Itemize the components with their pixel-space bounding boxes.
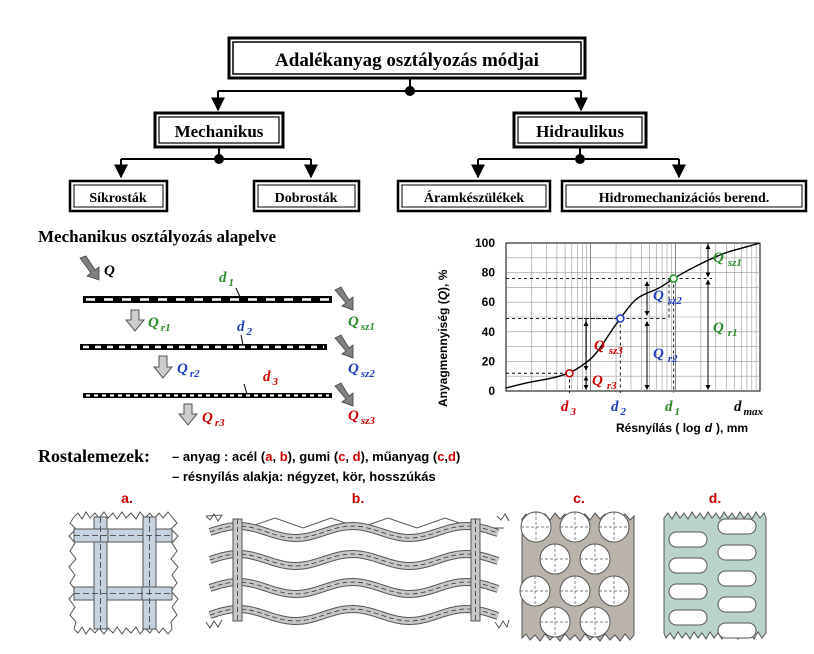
leaf-sikrostak: Síkrosták xyxy=(89,191,147,206)
qr3-label: Q xyxy=(202,410,213,426)
chart-guide-lines xyxy=(506,243,712,393)
svg-text:d1: d1 xyxy=(219,270,234,289)
svg-text:d2: d2 xyxy=(237,319,253,338)
panel-b-label: b. xyxy=(352,490,364,506)
hidraulikus-label: Hidraulikus xyxy=(536,122,624,141)
arrow-down-r3 xyxy=(177,403,199,426)
svg-text:Qr2: Qr2 xyxy=(177,361,200,380)
leaf-box-sikrostak xyxy=(68,179,169,213)
slot-hole xyxy=(717,570,757,587)
panel-c-label: c. xyxy=(573,490,585,506)
rosta-title: Rostalemezek: xyxy=(38,446,150,466)
slot-hole xyxy=(668,557,708,574)
curve-marker xyxy=(669,274,678,283)
rosta-line-1: – anyag : acél (a, b), gumi (c, d), műan… xyxy=(172,449,460,464)
arrow-down-r2 xyxy=(152,355,174,379)
slot-hole xyxy=(668,531,708,548)
panel-b-wavy-mesh xyxy=(205,513,510,629)
feed-arrow xyxy=(79,255,100,281)
chart-grid xyxy=(505,242,761,392)
d1-label: d xyxy=(219,270,227,286)
root-title: Adalékanyag osztályozás módjai xyxy=(275,50,539,71)
classification-tree: Adalékanyag osztályozás módjai Mechaniku… xyxy=(68,36,808,213)
qsz3-label: Q xyxy=(348,408,359,424)
mechanikus-label: Mechanikus xyxy=(175,122,264,141)
arrow-oversize-2 xyxy=(334,334,354,359)
arrow-down-r1 xyxy=(124,309,146,332)
panel-a-square-mesh xyxy=(68,511,179,635)
slot-hole xyxy=(717,518,757,535)
slot-hole xyxy=(668,583,708,600)
slot-hole xyxy=(717,622,757,639)
qsz2-label: Q xyxy=(348,361,359,377)
qsz1-label: Q xyxy=(348,314,359,330)
chart-ylabel: Anyagmennyiség (Q), % xyxy=(436,269,450,407)
sieve-title: Mechanikus osztályozás alapelve xyxy=(38,227,276,246)
grading-curve xyxy=(505,242,761,389)
slot-hole xyxy=(717,544,757,561)
leaf-box-aramkeszulekek xyxy=(396,179,552,213)
leaf-aramkeszulekek: Áramkészülékek xyxy=(424,189,525,206)
curve-marker xyxy=(615,314,625,323)
leaf-hidromechanizacios: Hidromechanizációs berend. xyxy=(599,191,770,206)
d3-label: d xyxy=(263,369,271,385)
chart-markers xyxy=(565,274,678,378)
y-tick-label: 0 xyxy=(488,384,495,398)
qr2-label: Q xyxy=(177,361,188,377)
panel-c-round-holes xyxy=(519,511,635,642)
svg-text:d3: d3 xyxy=(263,369,279,388)
root-box xyxy=(227,36,587,80)
curve-marker xyxy=(565,368,574,378)
chart-y-ticks: 0 20 40 60 80 100 xyxy=(475,236,495,398)
qr1-label: Q xyxy=(148,315,159,331)
arrow-oversize-3 xyxy=(334,382,354,407)
y-tick-label: 100 xyxy=(475,236,495,250)
y-tick-label: 40 xyxy=(482,325,496,339)
mechanikus-box xyxy=(153,111,285,149)
arrow-oversize-1 xyxy=(334,286,354,311)
svg-text:Qr3: Qr3 xyxy=(202,410,225,429)
rostalemezek-section: Rostalemezek: – anyag : acél (a, b), gum… xyxy=(38,446,460,484)
leaf-dobrostak: Dobrosták xyxy=(275,191,338,206)
panel-d-slotted xyxy=(663,511,767,640)
svg-text:Qr1: Qr1 xyxy=(148,315,171,334)
feed-label: Q xyxy=(104,263,115,279)
y-tick-label: 60 xyxy=(482,295,496,309)
leaf-box-dobrostak xyxy=(252,179,361,213)
leaf-box-hidromechanizacios xyxy=(560,179,808,213)
slot-hole xyxy=(717,596,757,613)
y-tick-label: 80 xyxy=(482,266,496,280)
panel-d-label: d. xyxy=(709,490,721,506)
panel-a-label: a. xyxy=(121,490,133,506)
y-tick-label: 20 xyxy=(482,354,496,368)
rosta-line-2: – résnyílás alakja: négyzet, kör, hosszú… xyxy=(172,469,436,484)
d2-label: d xyxy=(237,319,245,335)
sieve-1 xyxy=(83,296,332,303)
slot-hole xyxy=(668,609,708,626)
